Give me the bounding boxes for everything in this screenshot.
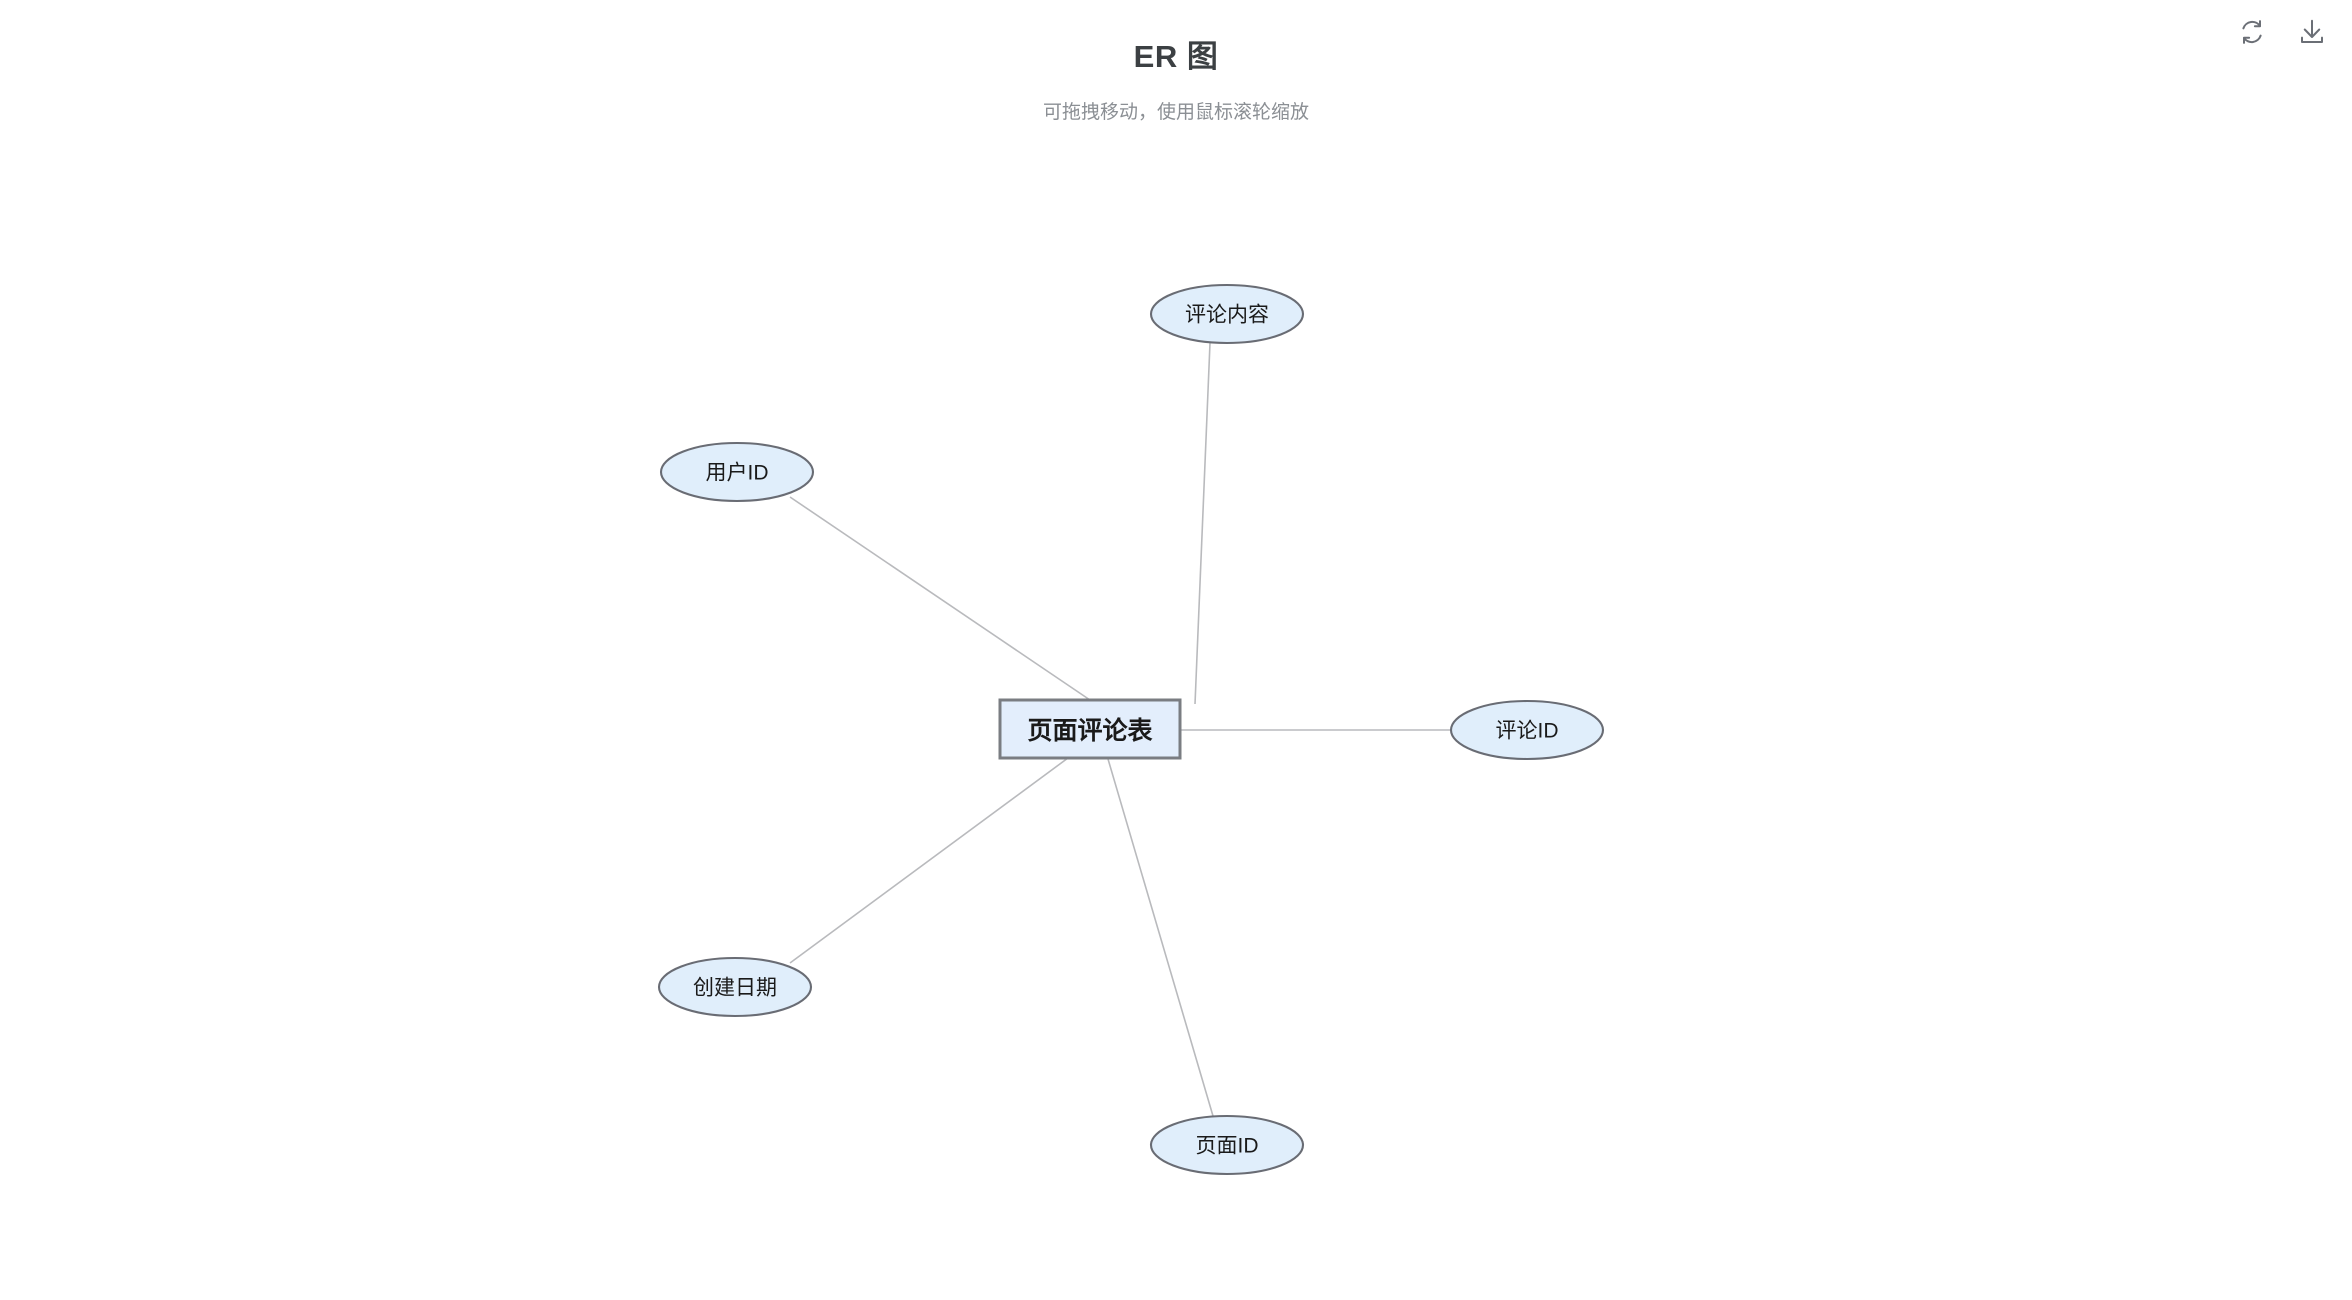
attribute-label-page-id: 页面ID <box>1196 1135 1259 1158</box>
reset-view-button[interactable] <box>2232 12 2272 52</box>
entity-rect-page-comment-table[interactable] <box>998 698 1182 760</box>
attribute-label-comment-content: 评论内容 <box>1185 304 1269 327</box>
attribute-label-comment-id: 评论ID <box>1496 720 1559 743</box>
attribute-label-user-id: 用户ID <box>706 462 769 485</box>
node-page-comment-table[interactable]: 页面评论表 <box>998 698 1182 760</box>
attribute-label-create-date: 创建日期 <box>693 977 777 1000</box>
download-icon <box>2301 19 2323 43</box>
attribute-ellipse-comment-id[interactable] <box>1449 699 1605 761</box>
entity-label-page-comment-table: 页面评论表 <box>1027 717 1153 745</box>
edge-entity-to-create-date <box>789 757 1069 964</box>
refresh-icon <box>2242 20 2262 44</box>
attribute-ellipse-create-date[interactable] <box>657 956 813 1018</box>
node-comment-id[interactable]: 评论ID <box>1449 699 1605 761</box>
download-button[interactable] <box>2292 12 2332 52</box>
attribute-ellipse-page-id[interactable] <box>1149 1114 1305 1176</box>
node-page-id[interactable]: 页面ID <box>1149 1114 1305 1176</box>
edge-entity-to-page-id <box>1107 758 1214 1117</box>
node-comment-content[interactable]: 评论内容 <box>1149 283 1305 345</box>
attribute-ellipse-user-id[interactable] <box>659 441 815 503</box>
edge-entity-to-user-id <box>789 496 1091 701</box>
node-create-date[interactable]: 创建日期 <box>657 956 813 1018</box>
edges-layer <box>789 342 1451 1117</box>
toolbar <box>2232 12 2332 52</box>
attribute-ellipse-comment-content[interactable] <box>1149 283 1305 345</box>
node-user-id[interactable]: 用户ID <box>659 441 815 503</box>
edge-entity-to-comment-content <box>1194 342 1211 705</box>
